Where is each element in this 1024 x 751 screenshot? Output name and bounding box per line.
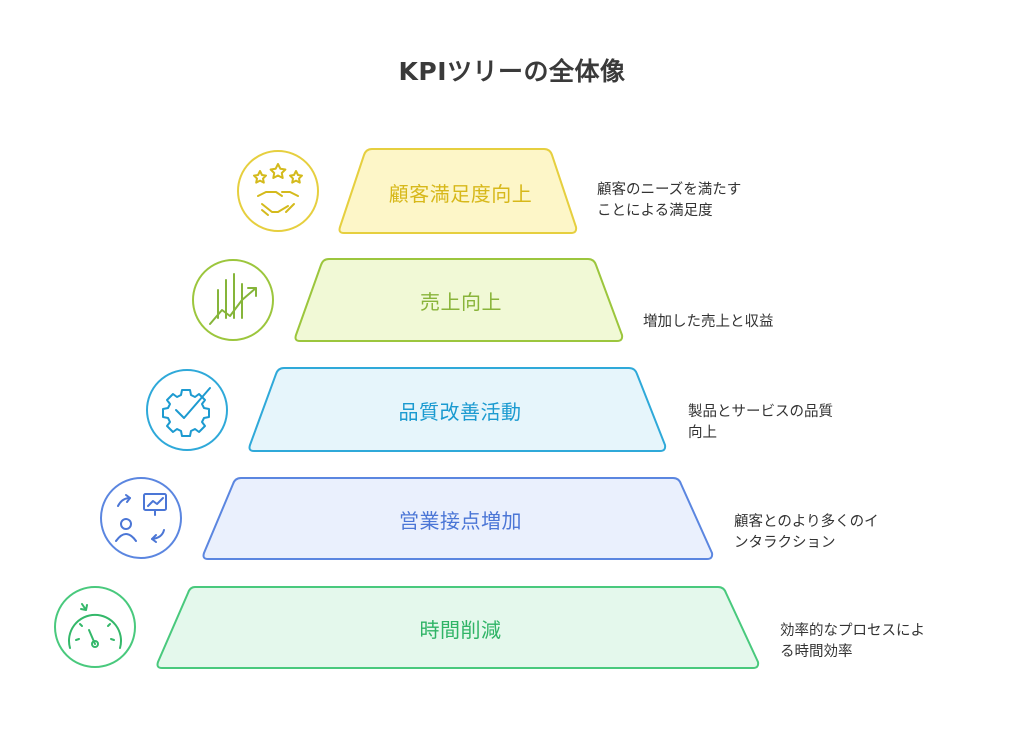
page-title: KPIツリーの全体像	[398, 57, 626, 86]
stars-handshake-icon	[253, 163, 303, 216]
tier-4	[100, 477, 714, 560]
tier-5-label: 時間削減	[419, 618, 502, 642]
tier-1	[237, 148, 578, 234]
tier-2-label: 売上向上	[420, 290, 502, 314]
speedometer-icon	[68, 603, 122, 649]
tier-3-icon-circle	[146, 369, 228, 451]
tier-4-trapezoid[interactable]	[202, 477, 714, 560]
gear-check-icon	[162, 387, 211, 437]
tier-2-description: 増加した売上と収益	[643, 314, 774, 330]
growth-chart-icon	[209, 273, 257, 325]
tier-5-icon-circle	[54, 586, 136, 668]
tier-1-description: 顧客のニーズを満たす ことによる満足度	[597, 182, 742, 219]
tier-5-description: 効率的なプロセスによ る時間効率	[780, 623, 925, 660]
tier-4-label: 営業接点増加	[399, 509, 522, 533]
tier-2-trapezoid[interactable]	[294, 258, 624, 342]
tier-4-icon-circle	[100, 477, 182, 559]
tier-3-description: 製品とサービスの品質 向上	[688, 404, 833, 441]
tier-1-trapezoid[interactable]	[338, 148, 578, 234]
tier-3-label: 品質改善活動	[398, 400, 522, 424]
tier-2	[192, 258, 624, 342]
tier-4-description: 顧客とのより多くのイ ンタラクション	[734, 514, 879, 551]
tier-3-trapezoid[interactable]	[248, 367, 667, 452]
tier-1-icon-circle	[237, 150, 319, 232]
tier-5	[54, 586, 760, 669]
tier-1-label: 顧客満足度向上	[388, 182, 533, 206]
tier-5-trapezoid[interactable]	[156, 586, 760, 669]
tier-3	[146, 367, 667, 452]
person-presentation-icon	[115, 493, 167, 543]
